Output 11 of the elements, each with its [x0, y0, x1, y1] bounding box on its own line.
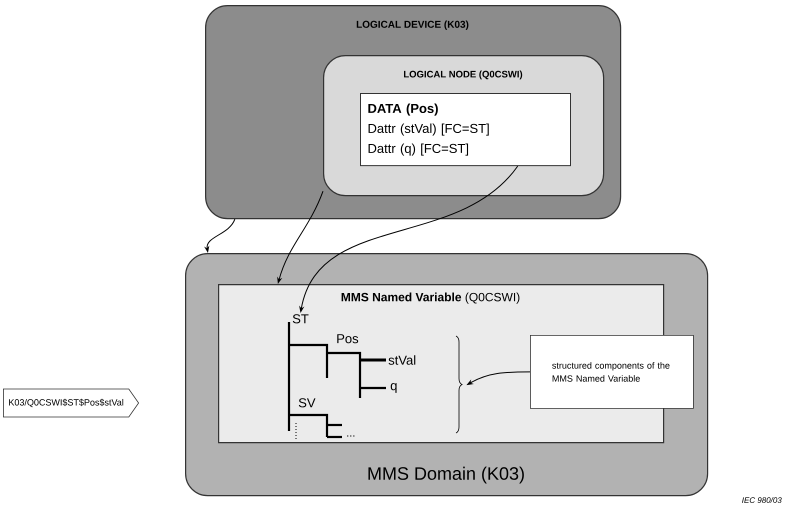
tree-label: ST [292, 314, 309, 324]
pointer-tag: K03/Q0CSWI$ST$Pos$stVal [3, 388, 140, 418]
callout-box: structured components of the MMS Named Variable [530, 335, 694, 409]
tree-label: Pos [337, 334, 358, 344]
tree-label: SV [298, 398, 316, 408]
data-box: DATA (Pos) Dattr (stVal) [FC=ST] Dattr (q) [FC=ST] [360, 93, 571, 166]
tree-label: stVal [388, 355, 416, 365]
tree-label: ... [347, 435, 354, 437]
figure-number: IEC 980/03 [742, 497, 782, 503]
brace [456, 336, 462, 434]
tree-label: q [390, 383, 397, 393]
